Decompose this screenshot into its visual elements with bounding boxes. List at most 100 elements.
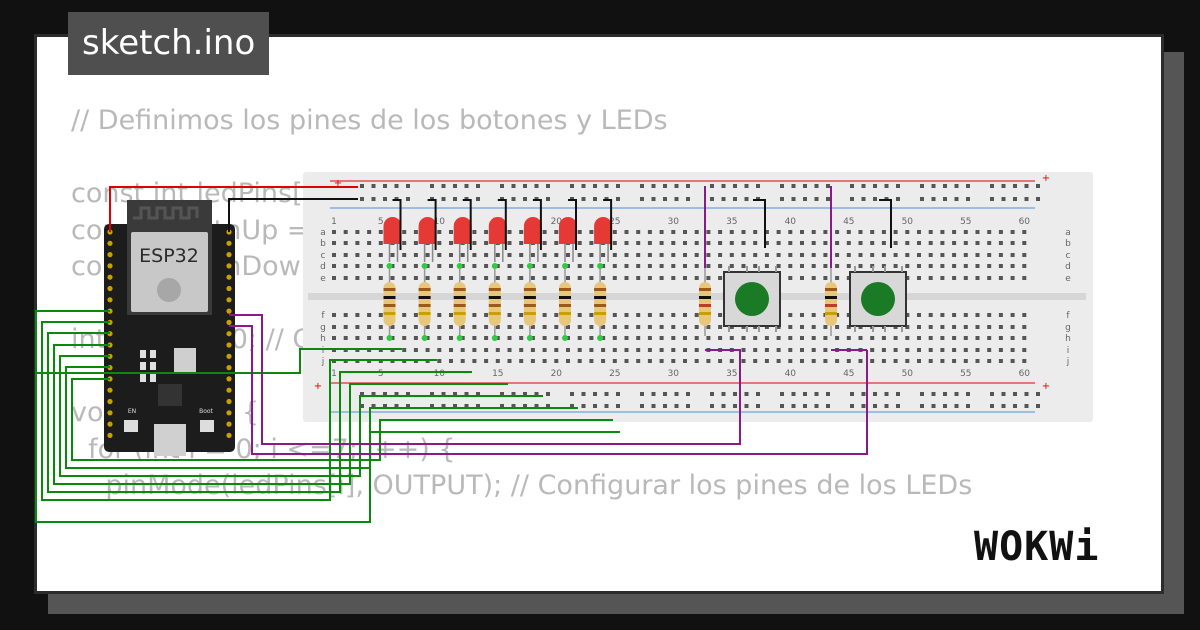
rail-hole	[733, 197, 737, 201]
connection-dot	[456, 263, 463, 269]
rail-hole	[360, 197, 364, 201]
breadboard-hole	[788, 325, 793, 329]
breadboard-hole	[905, 348, 910, 352]
connection-dot	[526, 263, 533, 269]
breadboard-hole	[542, 359, 547, 363]
breadboard-hole	[472, 241, 477, 245]
usb-chip	[158, 384, 182, 406]
resistor-band	[523, 304, 536, 307]
rail-hole	[570, 392, 574, 396]
breadboard-hole	[694, 336, 699, 340]
breadboard-hole	[835, 336, 840, 340]
breadboard-hole	[507, 313, 512, 317]
breadboard-hole	[963, 253, 968, 257]
rail-hole	[453, 197, 457, 201]
breadboard-hole	[893, 336, 898, 340]
breadboard-hole	[928, 241, 933, 245]
rail-hole	[861, 184, 866, 188]
rail-hole	[721, 404, 726, 408]
rail-hole	[990, 184, 994, 188]
breadboard-hole	[589, 325, 594, 329]
red-led	[559, 217, 577, 244]
rail-hole	[383, 197, 387, 201]
breadboard-hole	[659, 253, 664, 257]
breadboard-hole	[928, 336, 933, 340]
breadboard-hole	[846, 325, 851, 329]
breadboard-hole	[800, 264, 804, 268]
breadboard-hole	[952, 313, 957, 317]
breadboard-hole	[367, 230, 372, 234]
breadboard-hole	[928, 359, 933, 363]
rail-hole	[546, 197, 550, 201]
rail-hole	[383, 392, 387, 396]
breadboard-hole	[343, 325, 348, 329]
breadboard-hole	[659, 359, 664, 363]
breadboard-center-gap	[308, 293, 1086, 300]
breadboard-hole	[671, 325, 676, 329]
breadboard-hole	[694, 264, 699, 268]
rail-hole	[791, 404, 796, 408]
breadboard-hole	[1022, 313, 1027, 317]
breadboard-hole	[390, 276, 395, 280]
rail-hole	[780, 197, 784, 201]
rail-hole	[663, 197, 667, 201]
breadboard-hole	[881, 359, 886, 363]
breadboard-hole	[1022, 336, 1027, 340]
resistor-band	[488, 296, 501, 299]
breadboard-hole	[718, 264, 723, 268]
breadboard-hole	[507, 230, 512, 234]
rail-hole	[791, 392, 796, 396]
breadboard-hole	[741, 359, 746, 363]
row-letter: d	[1065, 262, 1071, 272]
red-led	[453, 217, 472, 244]
breadboard-hole	[764, 359, 769, 363]
breadboard-hole	[928, 264, 933, 268]
breadboard-hole	[741, 241, 746, 245]
rail-hole	[663, 184, 667, 188]
breadboard-hole	[1022, 359, 1027, 363]
breadboard-hole	[507, 325, 512, 329]
resistor-band	[383, 288, 396, 291]
breadboard-hole	[718, 230, 723, 234]
breadboard-hole	[601, 359, 606, 363]
breadboard-hole	[870, 230, 875, 234]
rail-hole	[523, 184, 527, 188]
breadboard-hole	[355, 241, 360, 245]
breadboard-hole	[835, 230, 840, 234]
breadboard-hole	[881, 253, 886, 257]
resistor-band	[418, 288, 431, 291]
led-signal-wire	[71, 378, 613, 461]
breadboard-hole	[952, 241, 957, 245]
breadboard-hole	[694, 276, 699, 280]
rail-hole	[453, 404, 457, 408]
rail-hole	[920, 197, 924, 201]
breadboard-hole	[823, 264, 828, 268]
rail-hole	[651, 184, 656, 188]
rail-hole	[360, 184, 364, 188]
row-letter: g	[1065, 323, 1071, 333]
rail-hole	[803, 184, 807, 188]
rail-hole	[920, 184, 924, 188]
rail-hole	[721, 184, 726, 188]
connection-dot	[597, 335, 604, 341]
breadboard-hole	[811, 264, 816, 268]
rail-hole	[371, 404, 376, 408]
breadboard-hole	[519, 241, 524, 245]
file-tab[interactable]: sketch.ino	[68, 12, 270, 75]
module-shield	[131, 232, 208, 312]
red-led	[523, 217, 542, 244]
breadboard-hole	[706, 276, 711, 280]
rail-hole	[686, 392, 690, 396]
breadboard-hole	[472, 253, 477, 257]
breadboard-hole	[998, 359, 1003, 363]
breadboard-hole	[963, 313, 968, 317]
rail-hole	[896, 392, 900, 396]
rail-plus-label: +	[1042, 173, 1050, 184]
rail-hole	[756, 392, 760, 396]
column-number: 10	[434, 217, 446, 227]
breadboard-hole	[671, 313, 676, 317]
button-vcc-wire	[753, 199, 766, 248]
breadboard-hole	[671, 264, 676, 268]
breadboard-hole	[952, 230, 957, 234]
breadboard-hole	[952, 264, 957, 268]
